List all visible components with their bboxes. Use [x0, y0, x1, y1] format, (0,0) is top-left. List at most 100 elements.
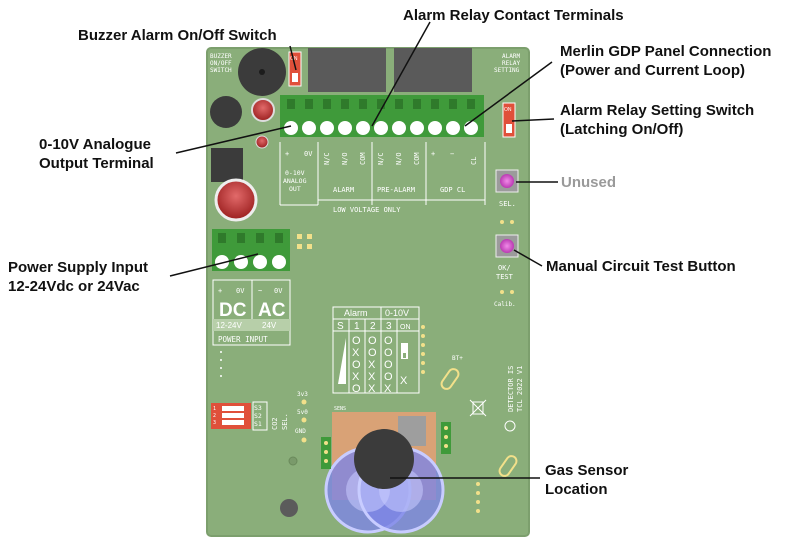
- svg-text:O: O: [384, 347, 393, 359]
- sens-label-top: SENS: [334, 406, 346, 412]
- low-voltage-label: LOW VOLTAGE ONLY: [333, 206, 401, 214]
- relay-block-1: [308, 48, 386, 92]
- terminal-labels: + 0V N/C N/O COM N/C N/O COM + − CL: [285, 150, 478, 165]
- svg-text:N/C: N/C: [323, 152, 331, 165]
- callout-merlin: Merlin GDP Panel Connection (Power and C…: [560, 42, 771, 80]
- v33-label: 3v3: [297, 391, 308, 398]
- dip-nums: 1 2 3: [213, 406, 219, 426]
- terminal-top-holes: [284, 121, 478, 135]
- callout-gas-sensor: Gas Sensor Location: [545, 461, 628, 499]
- callout-power-line2: 12-24Vdc or 24Vac: [8, 278, 140, 295]
- group-prealarm-label: PRE-ALARM: [377, 186, 415, 194]
- svg-text:O: O: [384, 371, 393, 383]
- svg-text:CL: CL: [470, 157, 478, 165]
- weee-icon: [469, 399, 487, 417]
- callout-analogue: 0-10V Analogue Output Terminal: [39, 135, 154, 173]
- callout-gas-line2: Location: [545, 481, 608, 498]
- calib-dot-1: [500, 290, 504, 294]
- callout-merlin-line2: (Power and Current Loop): [560, 62, 745, 79]
- sel-button-cap: [500, 174, 514, 188]
- power-terminal-screws: [218, 233, 283, 243]
- svg-text:O: O: [352, 335, 361, 347]
- bottom-right-pins: [476, 482, 480, 513]
- small-component: [210, 96, 242, 128]
- callout-unused: Unused: [561, 174, 617, 191]
- svg-text:COM: COM: [359, 152, 367, 165]
- sensor-header-right-pins: [444, 426, 448, 448]
- svg-text:X: X: [384, 383, 392, 395]
- callout-analogue-line1: 0-10V Analogue: [39, 136, 151, 153]
- relay-block-2: [394, 48, 472, 92]
- terminal-top-screws: [287, 99, 475, 109]
- ok-test-label: OK/ TEST: [496, 264, 515, 281]
- pin-column: [421, 325, 425, 374]
- callout-power-supply: Power Supply Input 12-24Vdc or 24Vac: [8, 258, 148, 296]
- svg-text:O: O: [368, 347, 377, 359]
- svg-text:0V: 0V: [304, 150, 313, 158]
- callout-relay-setting: Alarm Relay Setting Switch (Latching On/…: [560, 101, 754, 139]
- test-button-cap: [500, 239, 514, 253]
- copyright-label: TCL 2022 V1: [516, 366, 524, 412]
- svg-text:O: O: [384, 359, 393, 371]
- svg-text:3: 3: [386, 321, 392, 332]
- callout-alarm-relay-terminals: Alarm Relay Contact Terminals: [403, 7, 624, 24]
- svg-text:X: X: [352, 371, 360, 383]
- dc-range: 12-24V: [216, 321, 242, 330]
- group-alarm-label: ALARM: [333, 186, 354, 194]
- callout-gas-line1: Gas Sensor: [545, 462, 629, 479]
- copyright-icon: [504, 420, 516, 432]
- svg-text:X: X: [352, 347, 360, 359]
- bt-pad: [440, 368, 460, 390]
- svg-text:2: 2: [370, 321, 376, 332]
- svg-text:X: X: [400, 375, 408, 387]
- v50-label: 5v0: [297, 409, 308, 416]
- ac-range: 24V: [262, 321, 277, 330]
- dip-labels: S3 S2 S1: [254, 404, 266, 428]
- svg-text:N/C: N/C: [377, 152, 385, 165]
- group-gdp-label: GDP CL: [440, 186, 465, 194]
- svg-text:0-10V: 0-10V: [385, 308, 409, 318]
- svg-text:−: −: [450, 150, 454, 158]
- svg-text:N/O: N/O: [341, 152, 349, 165]
- co2-label: CO2: [271, 417, 279, 430]
- svg-text:X: X: [368, 383, 376, 395]
- svg-text:O: O: [352, 359, 361, 371]
- gas-sensor: [354, 429, 414, 489]
- pad-right: [498, 455, 518, 477]
- buzzer-hole: [259, 69, 265, 75]
- callout-relay-setting-line2: (Latching On/Off): [560, 121, 684, 138]
- buzzer-switch-label: BUZZER ON/OFF SWITCH: [210, 53, 235, 74]
- svg-text:X: X: [368, 371, 376, 383]
- svg-text:COM: COM: [413, 152, 421, 165]
- power-range-strip: [213, 319, 290, 331]
- power-0v: 0V: [236, 287, 245, 295]
- power-dots: [220, 351, 222, 377]
- dip-label-box: [252, 401, 268, 431]
- svg-text:Alarm: Alarm: [344, 308, 368, 318]
- pad-mid: [288, 456, 298, 466]
- sel-co2-label: SEL.: [281, 413, 289, 430]
- gnd-label: GND: [295, 428, 306, 435]
- callout-buzzer: Buzzer Alarm On/Off Switch: [78, 27, 277, 44]
- capacitor-large: [214, 178, 258, 222]
- detector-label: DETECTOR IS: [507, 366, 515, 412]
- ac-label: AC: [258, 300, 286, 321]
- svg-text:+: +: [431, 150, 435, 158]
- callout-power-line1: Power Supply Input: [8, 259, 149, 276]
- callout-lines: [169, 21, 558, 479]
- svg-text:1: 1: [354, 321, 360, 332]
- svg-text:O: O: [384, 335, 393, 347]
- svg-text:S: S: [337, 321, 344, 332]
- sel-dot-1: [500, 220, 504, 224]
- sensor-header-left-pins: [324, 441, 328, 463]
- capacitor-small-2: [255, 135, 269, 149]
- sel-label: SEL.: [499, 200, 516, 208]
- power-0v-ac: 0V: [274, 287, 283, 295]
- svg-text:N/O: N/O: [395, 152, 403, 165]
- relay-setting-slider: [506, 124, 512, 133]
- svg-text:+: +: [285, 150, 289, 158]
- ic-component: [211, 148, 243, 182]
- dc-label: DC: [219, 300, 247, 321]
